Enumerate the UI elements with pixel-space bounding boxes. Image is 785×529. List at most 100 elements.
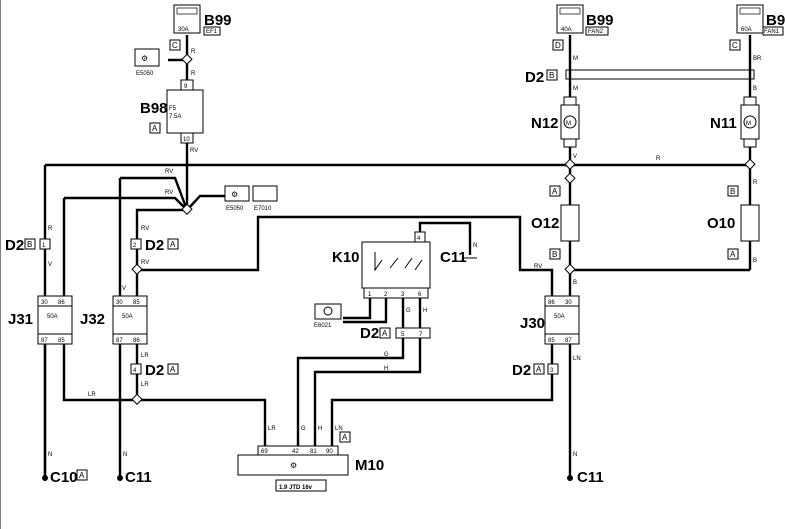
- svg-text:E5050: E5050: [136, 71, 154, 77]
- svg-text:A: A: [382, 329, 388, 338]
- svg-text:50A: 50A: [122, 314, 133, 320]
- svg-text:EF1: EF1: [206, 29, 218, 35]
- svg-text:D2: D2: [512, 362, 531, 379]
- svg-text:B: B: [549, 71, 554, 80]
- svg-text:86: 86: [548, 300, 555, 306]
- svg-text:LR: LR: [88, 392, 96, 398]
- svg-text:C: C: [172, 41, 178, 50]
- svg-text:G: G: [301, 426, 306, 432]
- svg-text:⚙: ⚙: [231, 190, 238, 199]
- svg-text:86: 86: [58, 300, 65, 306]
- e6021: E6021: [314, 303, 342, 329]
- svg-text:R: R: [191, 71, 196, 77]
- wire-rv-j30: [137, 215, 554, 300]
- svg-text:LR: LR: [141, 382, 149, 388]
- svg-text:81: 81: [310, 449, 317, 455]
- svg-text:M: M: [573, 56, 578, 62]
- svg-text:A: A: [79, 471, 85, 480]
- motor-n12: M N12: [531, 96, 580, 148]
- resistor-o12: A O12 B: [531, 185, 580, 260]
- svg-text:87: 87: [116, 338, 123, 344]
- svg-text:69: 69: [261, 449, 268, 455]
- svg-text:1.9 JTD 16v: 1.9 JTD 16v: [279, 485, 313, 491]
- svg-text:1: 1: [368, 292, 372, 298]
- svg-text:B99: B99: [766, 12, 785, 29]
- wire-e5050-e7010: [186, 194, 225, 211]
- svg-text:R: R: [48, 226, 53, 232]
- svg-text:H: H: [318, 426, 322, 432]
- svg-text:C11: C11: [440, 249, 467, 266]
- svg-text:85: 85: [548, 338, 555, 344]
- svg-text:B: B: [552, 250, 557, 259]
- d2-labels: D2 B 1 2 D2 A 4 D2 A D2 A 3 D2 B: [5, 69, 559, 379]
- svg-text:V: V: [48, 262, 52, 268]
- ecu-m10: 69 42 81 90 ⚙ M10 A 1.9 JTD 16v: [237, 431, 384, 492]
- svg-text:RV: RV: [190, 148, 198, 154]
- wire-rv-j31: [64, 196, 188, 211]
- svg-text:⚙: ⚙: [141, 54, 148, 63]
- svg-text:G: G: [384, 352, 389, 358]
- svg-text:A: A: [152, 124, 158, 133]
- svg-text:30: 30: [565, 300, 572, 306]
- svg-text:6: 6: [418, 292, 422, 298]
- svg-text:N12: N12: [531, 115, 559, 132]
- svg-text:FAN2: FAN2: [588, 29, 604, 35]
- svg-text:E7010: E7010: [254, 206, 272, 212]
- svg-text:C: C: [732, 41, 738, 50]
- svg-text:R: R: [656, 156, 661, 162]
- svg-text:40A: 40A: [561, 27, 572, 33]
- svg-text:50A: 50A: [47, 314, 58, 320]
- svg-text:10: 10: [183, 137, 190, 143]
- svg-text:E6021: E6021: [314, 323, 332, 329]
- svg-text:O12: O12: [531, 215, 559, 232]
- d2-band: [565, 69, 755, 80]
- relay-k10: 4 1 2 3 6 K10 C11: [332, 231, 477, 299]
- b99-ef1-label: B99: [204, 12, 232, 29]
- svg-text:B: B: [753, 86, 757, 92]
- svg-text:LR: LR: [141, 353, 149, 359]
- svg-text:D2: D2: [360, 325, 379, 342]
- svg-text:N: N: [123, 452, 127, 458]
- fuse-b99-fan2: 40A B99 FAN2 D: [552, 4, 614, 51]
- svg-text:LN: LN: [335, 426, 343, 432]
- svg-text:87: 87: [565, 338, 572, 344]
- svg-text:M: M: [566, 121, 571, 127]
- e5050-top: ⚙ E5050: [134, 48, 160, 77]
- wire-k10-2: [343, 298, 388, 324]
- fuse-b99-fan1: 60A B99 FAN1 C: [729, 4, 785, 51]
- svg-text:FAN1: FAN1: [764, 29, 780, 35]
- svg-text:90: 90: [326, 449, 333, 455]
- svg-text:M: M: [746, 121, 751, 127]
- svg-text:A: A: [342, 433, 348, 442]
- svg-text:N: N: [573, 452, 577, 458]
- svg-text:M10: M10: [355, 457, 384, 474]
- svg-text:⚙: ⚙: [290, 461, 297, 470]
- svg-text:A: A: [170, 365, 176, 374]
- svg-text:R: R: [191, 49, 196, 55]
- relay-j31: 30 86 50A 87 85 J31: [8, 295, 73, 345]
- svg-text:M: M: [573, 86, 578, 92]
- svg-text:B99: B99: [586, 12, 614, 29]
- svg-text:C11: C11: [577, 469, 604, 486]
- svg-text:G: G: [406, 308, 411, 314]
- svg-text:A: A: [552, 187, 558, 196]
- svg-text:42: 42: [292, 449, 299, 455]
- wire-k10-c11: [418, 221, 472, 255]
- svg-text:BR: BR: [753, 56, 762, 62]
- svg-text:RV: RV: [165, 190, 173, 196]
- svg-text:RV: RV: [534, 264, 542, 270]
- resistor-o10: B O10 A: [707, 185, 760, 260]
- b98-module: 9 F5 7.5A 10 B98 A: [140, 79, 204, 144]
- svg-text:K10: K10: [332, 249, 360, 266]
- svg-text:LN: LN: [573, 356, 581, 362]
- svg-text:J32: J32: [80, 311, 105, 328]
- wire-labels: R R RV RV RV RV RV R V V LR LR LR LR G H…: [48, 49, 762, 458]
- svg-text:7.5A: 7.5A: [169, 114, 181, 120]
- svg-text:D2: D2: [5, 237, 24, 254]
- svg-text:B: B: [573, 280, 577, 286]
- svg-text:85: 85: [58, 338, 65, 344]
- svg-text:RV: RV: [141, 226, 149, 232]
- svg-text:C11: C11: [125, 469, 152, 486]
